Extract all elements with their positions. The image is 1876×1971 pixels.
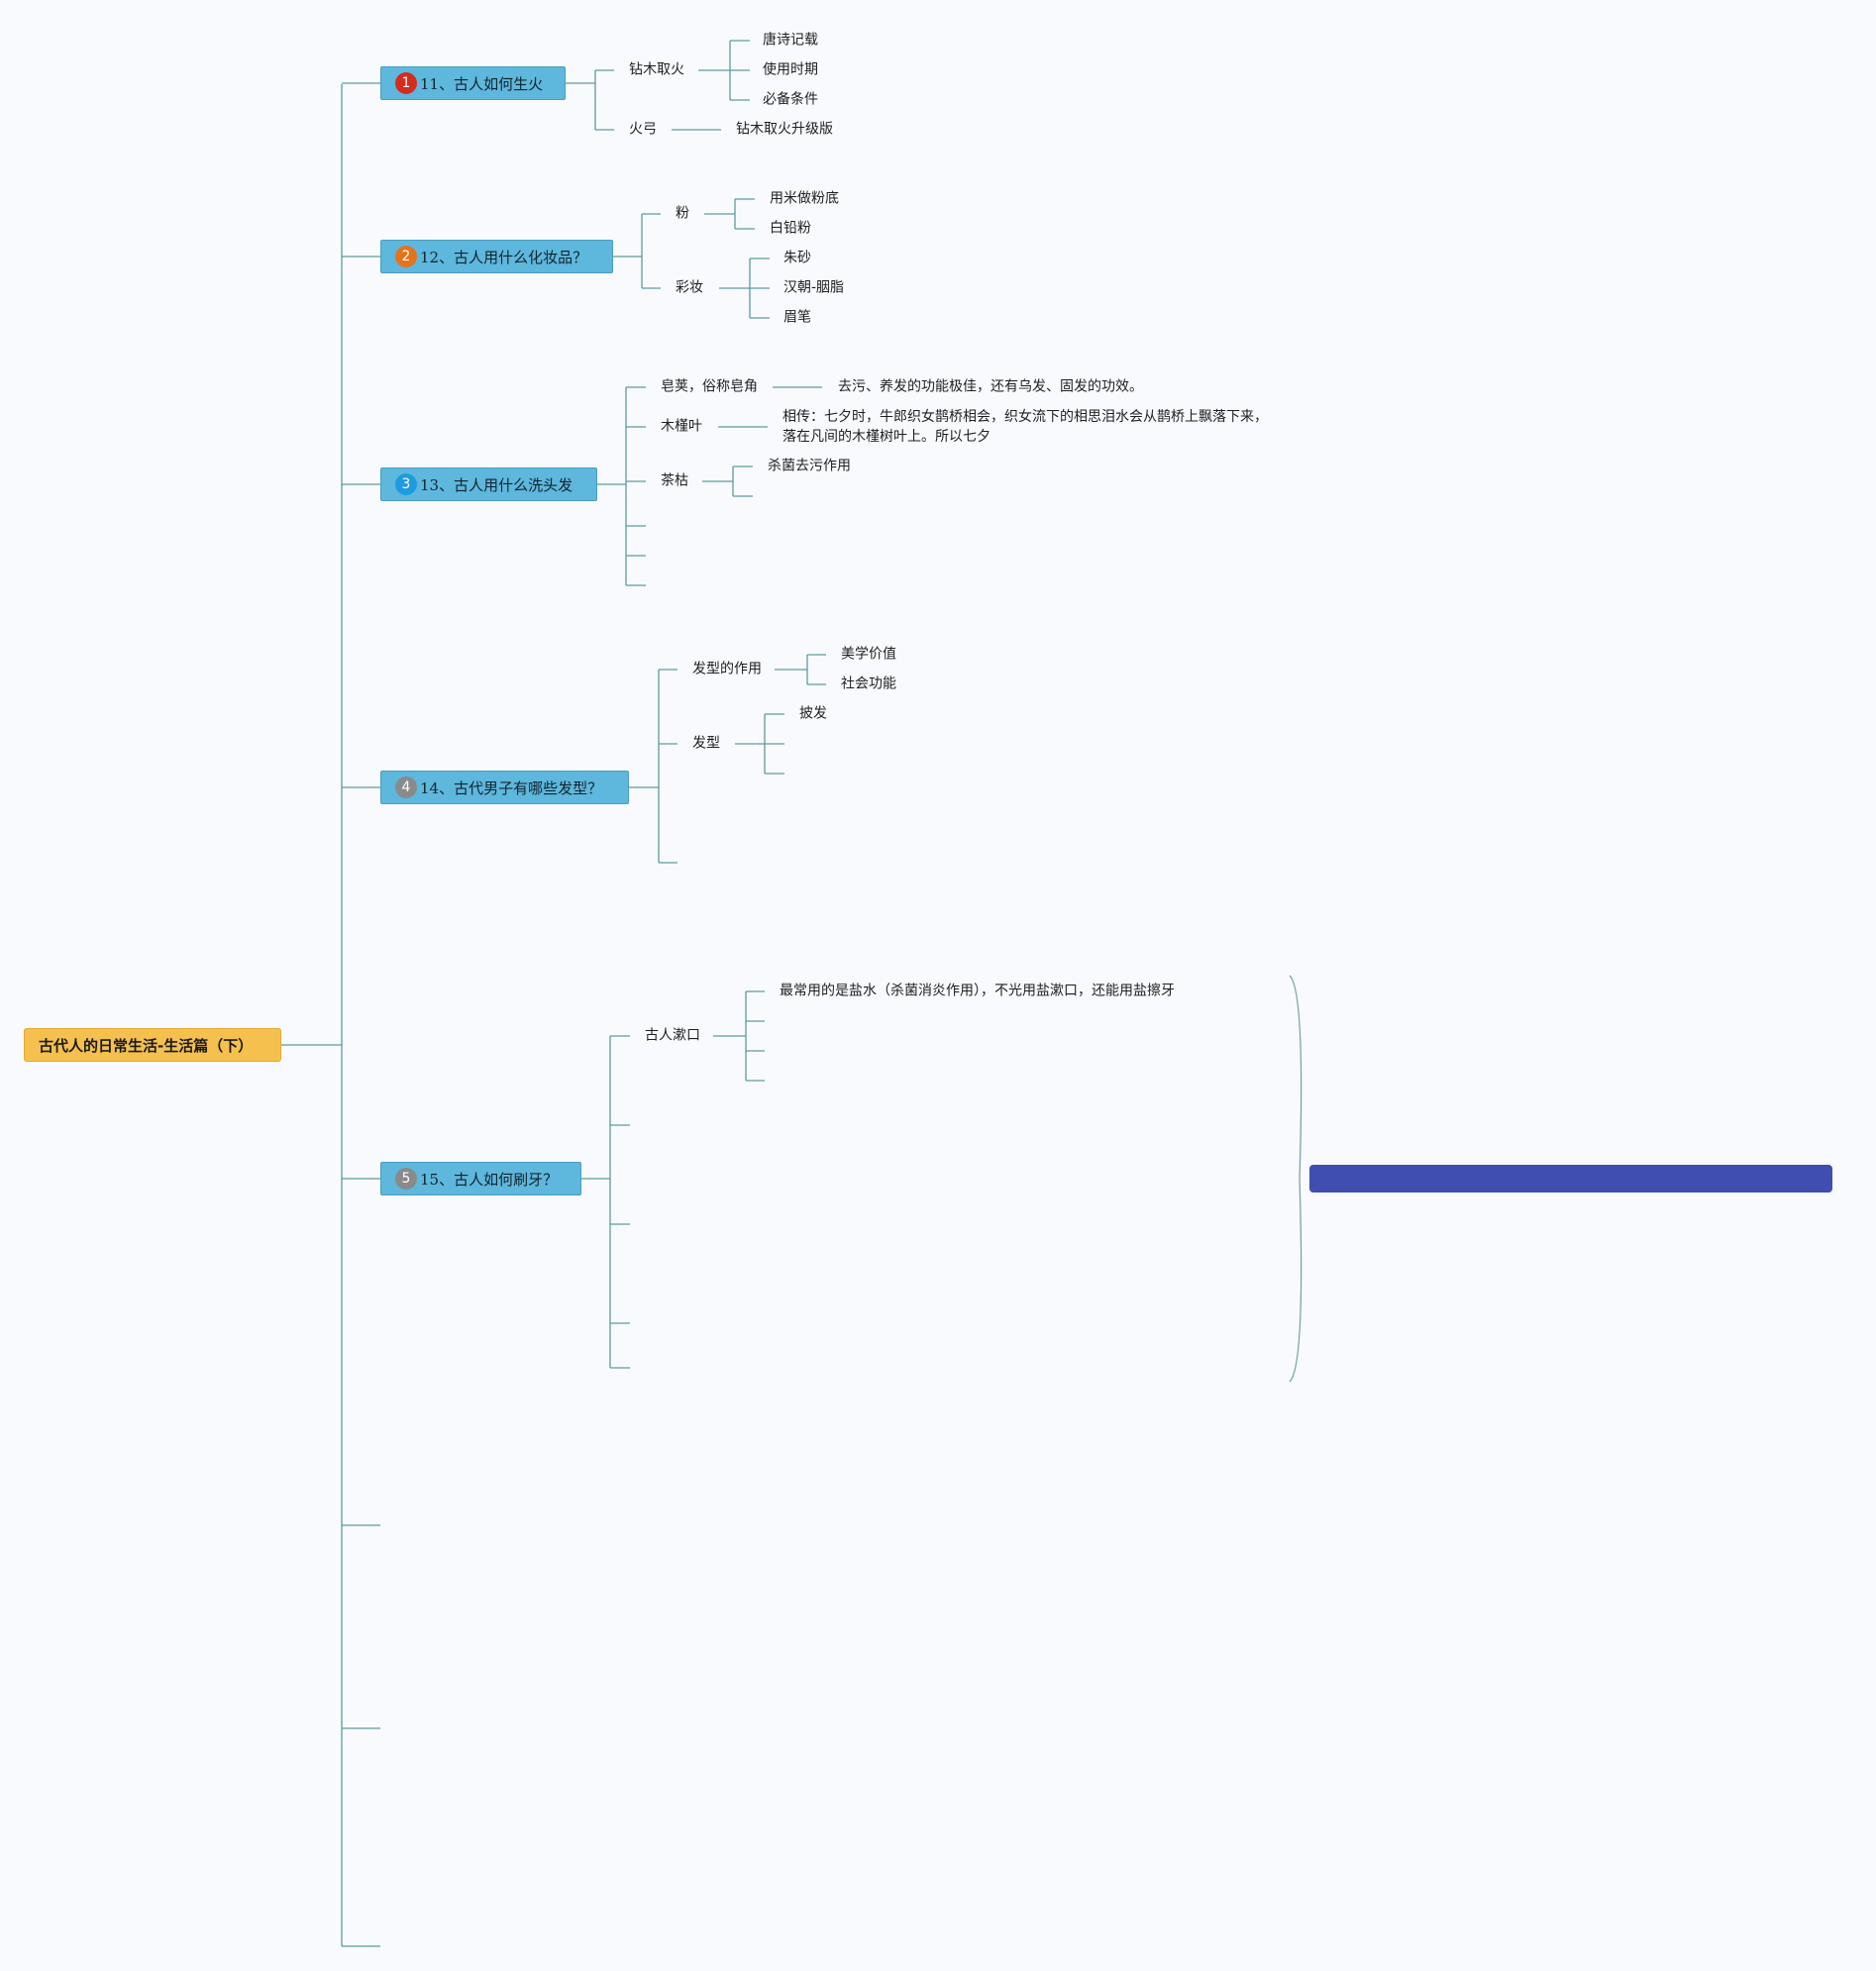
leaf-topic[interactable]: 眉笔 [783,309,811,326]
summary-brace [1289,975,1303,1383]
topic-label: 15、古人如何刷牙？ [420,1170,559,1189]
summary-topic[interactable] [1309,1165,1832,1193]
leaf-topic[interactable]: 白铅粉 [770,220,811,237]
topic-2[interactable]: 2 12、古人用什么化妆品？ [380,240,613,273]
subtopic[interactable]: 茶枯 [661,472,688,489]
topic-3[interactable]: 3 13、古人用什么洗头发 [380,467,597,501]
subtopic[interactable]: 古人漱口 [645,1027,700,1044]
topic-label: 12、古人用什么化妆品？ [420,248,588,266]
leaf-topic[interactable]: 朱砂 [783,250,811,266]
root-topic[interactable]: 古代人的日常生活-生活篇（下） [24,1028,281,1062]
leaf-topic[interactable]: 使用时期 [763,61,818,78]
leaf-topic[interactable]: 钻木取火升级版 [736,121,833,138]
priority-3-icon: 3 [395,473,417,495]
leaf-topic[interactable]: 杀菌去污作用 [768,458,851,474]
leaf-topic[interactable]: 必备条件 [763,91,818,108]
leaf-topic[interactable]: 用米做粉底 [770,190,839,207]
topic-4[interactable]: 4 14、古代男子有哪些发型？ [380,771,629,804]
topic-5[interactable]: 5 15、古人如何刷牙？ [380,1162,581,1195]
priority-4-icon: 4 [395,777,417,798]
subtopic[interactable]: 木槿叶 [661,418,702,435]
leaf-topic[interactable]: 唐诗记载 [763,32,818,49]
priority-5-icon: 5 [395,1168,417,1190]
leaf-topic[interactable]: 相传：七夕时，牛郎织女鹊桥相会，织女流下的相思泪水会从鹊桥上飘落下来，落在凡间的… [782,409,1268,445]
leaf-topic[interactable]: 美学价值 [841,646,896,663]
topic-1[interactable]: 1 11、古人如何生火 [380,66,566,100]
topic-label: 13、古人用什么洗头发 [420,475,573,494]
leaf-topic[interactable]: 披发 [799,705,827,722]
subtopic[interactable]: 粉 [676,205,689,222]
leaf-topic[interactable]: 最常用的是盐水（杀菌消炎作用），不光用盐漱口，还能用盐擦牙 [780,983,1175,999]
subtopic[interactable]: 皂荚，俗称皂角 [661,378,758,395]
subtopic[interactable]: 发型的作用 [692,661,762,677]
subtopic[interactable]: 钻木取火 [629,61,684,78]
subtopic[interactable]: 火弓 [629,121,657,138]
leaf-topic[interactable]: 社会功能 [841,675,896,692]
priority-2-icon: 2 [395,246,417,267]
subtopic[interactable]: 发型 [692,735,720,752]
leaf-topic[interactable]: 去污、养发的功能极佳，还有乌发、固发的功效。 [838,378,1143,395]
priority-1-icon: 1 [395,72,417,94]
connector-lines [281,40,826,1947]
subtopic[interactable]: 彩妆 [676,279,703,296]
topic-label: 14、古代男子有哪些发型？ [420,778,603,797]
leaf-topic[interactable]: 汉朝-胭脂 [783,279,845,296]
topic-label: 11、古人如何生火 [420,74,544,93]
